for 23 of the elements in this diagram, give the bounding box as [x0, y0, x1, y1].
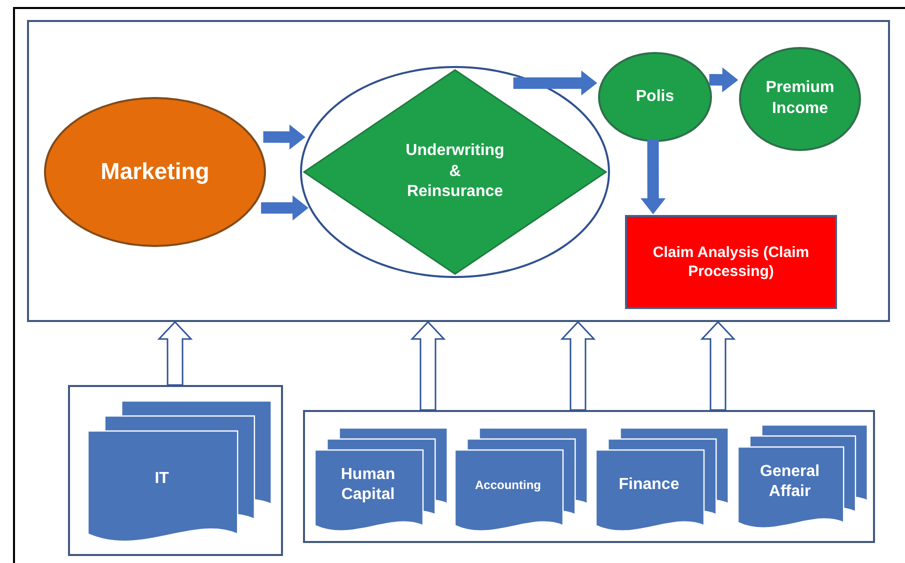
- hollow-arrow: [560, 320, 596, 411]
- process-box: [625, 215, 837, 309]
- node-label: Human Capital: [340, 464, 396, 506]
- block-arrow: [513, 70, 598, 96]
- block-arrow: [709, 67, 738, 92]
- node-label: General Affair: [759, 462, 821, 502]
- node-label: Claim Analysis (Claim Processing): [652, 242, 810, 282]
- hollow-arrow: [410, 320, 446, 411]
- node-label: Accounting: [475, 478, 541, 494]
- node-label: Polis: [636, 86, 674, 107]
- node-label: Marketing: [100, 157, 210, 186]
- hollow-arrow: [700, 320, 736, 411]
- process-area-frame: [27, 20, 890, 322]
- group-frame: [68, 385, 283, 556]
- block-arrow: [263, 124, 306, 150]
- block-arrow: [640, 139, 666, 214]
- hollow-arrow: [157, 320, 193, 386]
- node-label: IT: [154, 469, 169, 490]
- node-label: Underwriting & Reinsurance: [404, 140, 506, 202]
- node-label: Finance: [618, 474, 680, 495]
- block-arrow: [261, 195, 309, 220]
- group-frame: [303, 410, 875, 543]
- node-label: Premium Income: [764, 78, 836, 119]
